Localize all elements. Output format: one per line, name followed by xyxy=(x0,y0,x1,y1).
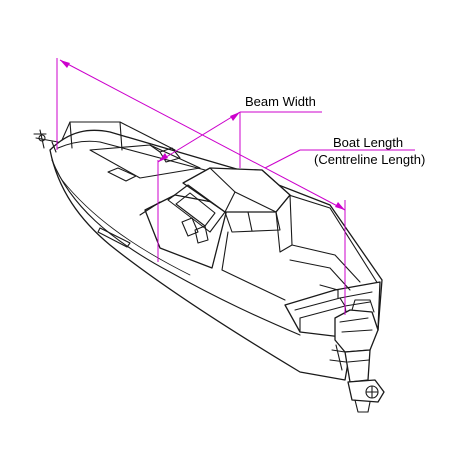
length-arrow-end xyxy=(335,202,345,210)
beam-width-label: Beam Width xyxy=(245,94,316,109)
beam-arrow-end xyxy=(230,112,240,121)
cabin xyxy=(139,167,293,271)
length-arrow-start xyxy=(60,60,70,68)
beam-arrow-start xyxy=(158,153,168,162)
centreline-length-label: (Centreline Length) xyxy=(314,152,426,167)
bow-anchor xyxy=(33,129,59,153)
outboard-engine xyxy=(329,299,385,413)
boat-length-label: Boat Length xyxy=(333,135,404,150)
rear-deck xyxy=(221,244,361,301)
bow-deck xyxy=(61,121,201,182)
beam-width-dimension xyxy=(157,111,322,262)
